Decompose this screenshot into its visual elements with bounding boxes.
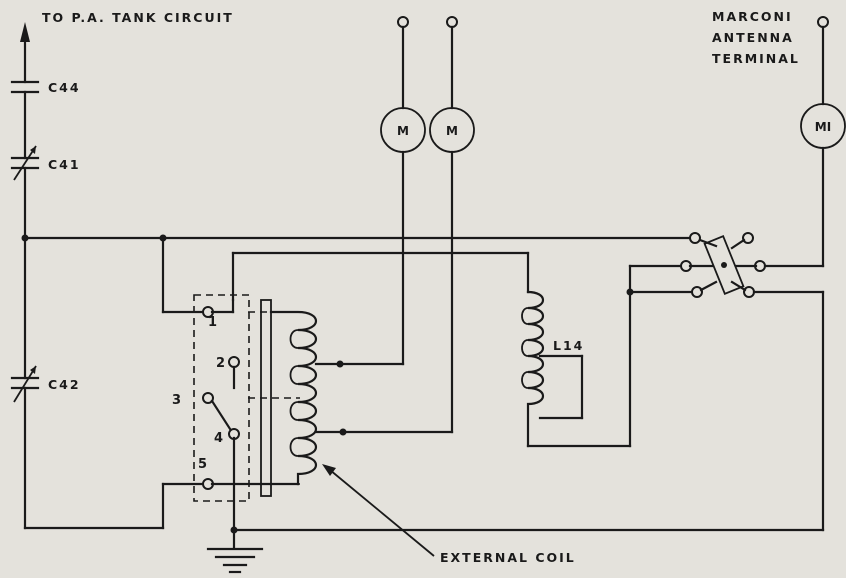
switch-pos-3: 3 bbox=[172, 393, 181, 408]
marconi-label-2: ANTENNA bbox=[712, 30, 794, 45]
meter-m1: MI bbox=[800, 16, 846, 268]
meter-m-left: M bbox=[314, 16, 426, 368]
coil-top-bus bbox=[231, 251, 530, 302]
switch-pos-1: 1 bbox=[208, 315, 217, 330]
meter-label: M bbox=[397, 124, 409, 138]
marconi-label-3: TERMINAL bbox=[712, 51, 800, 66]
l14-label: L14 bbox=[553, 338, 584, 353]
meter-m-right: M bbox=[314, 16, 475, 436]
marconi-label-1: MARCONI bbox=[712, 9, 793, 24]
meter-label: MI bbox=[815, 120, 831, 134]
coil-l14 bbox=[521, 264, 695, 448]
meter-label: M bbox=[446, 124, 458, 138]
to-pa-label: TO P.A. TANK CIRCUIT bbox=[42, 10, 234, 25]
left-bus bbox=[10, 22, 205, 530]
ground-bus bbox=[206, 365, 825, 574]
changeover-switch bbox=[680, 232, 825, 532]
switch-pos-2: 2 bbox=[216, 356, 225, 371]
c42-label: C42 bbox=[48, 377, 81, 392]
band-switch: 1 2 3 4 5 bbox=[172, 294, 300, 502]
external-coil bbox=[269, 310, 317, 486]
c41-label: C41 bbox=[48, 157, 81, 172]
ground-icon bbox=[206, 547, 264, 574]
switch-pos-4: 4 bbox=[214, 431, 223, 446]
switch-pos-5: 5 bbox=[198, 457, 207, 472]
external-coil-label: EXTERNAL COIL bbox=[440, 550, 576, 565]
c44-label: C44 bbox=[48, 80, 81, 95]
external-coil-leader bbox=[322, 464, 435, 557]
up-arrow-icon bbox=[20, 22, 30, 42]
top-bus bbox=[21, 234, 692, 314]
